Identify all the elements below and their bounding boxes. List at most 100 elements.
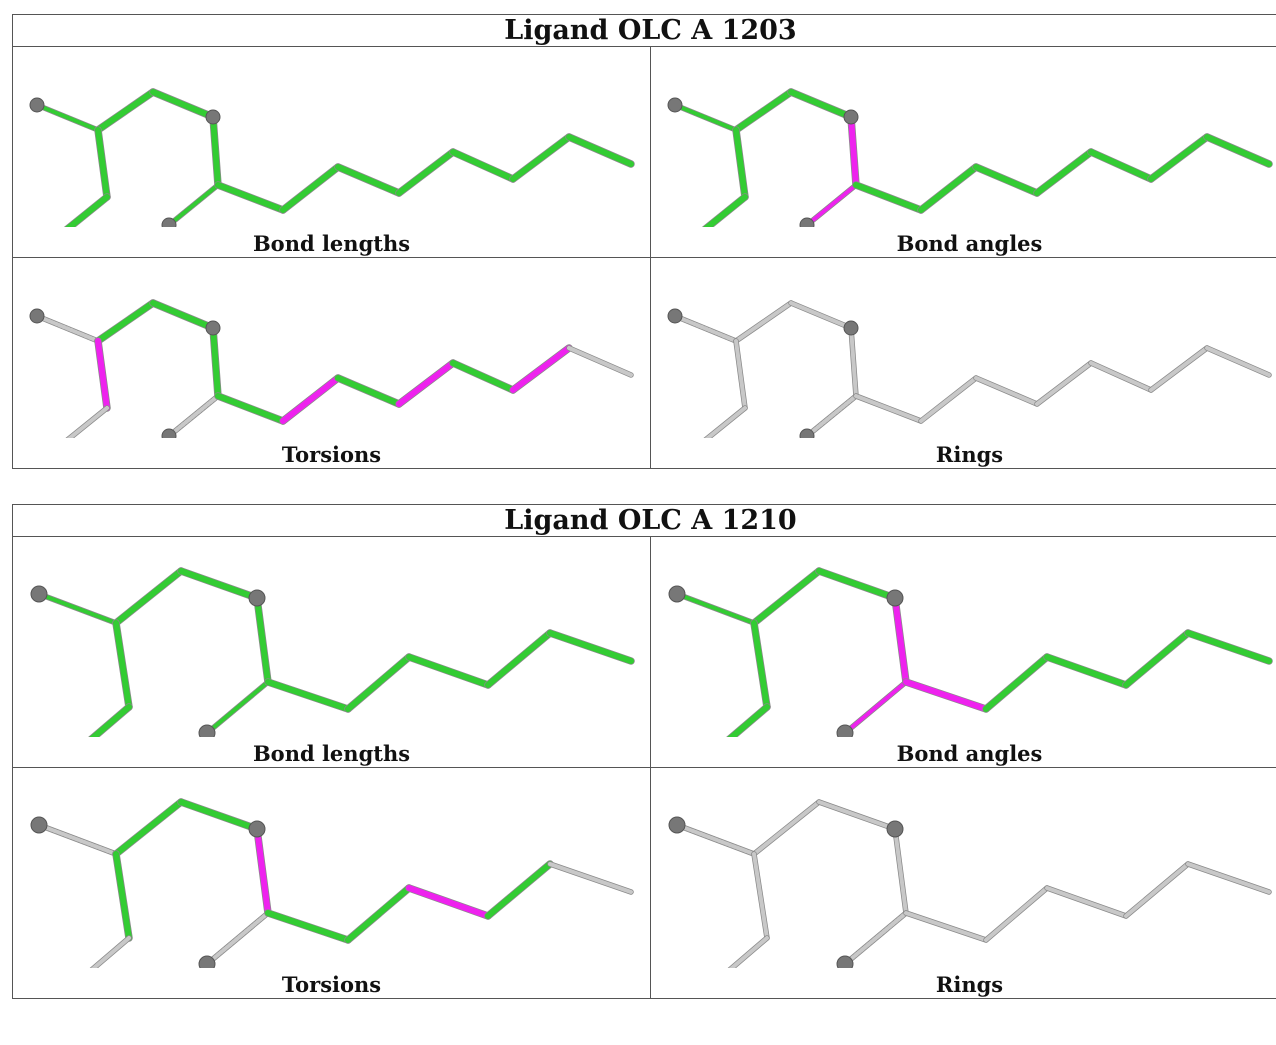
bond: [816, 568, 898, 601]
bond: [893, 827, 908, 915]
bond: [691, 406, 747, 452]
cell-caption: Bond lengths: [252, 231, 411, 256]
atom: [198, 955, 216, 973]
bond: [215, 182, 286, 213]
bond: [849, 326, 858, 398]
bond: [205, 911, 270, 966]
atom: [843, 320, 859, 336]
bond: [510, 134, 572, 182]
cell-caption: Torsions: [281, 972, 382, 997]
bond: [1089, 361, 1153, 392]
bond: [788, 89, 854, 120]
bond: [789, 301, 853, 330]
molecule-image: [668, 567, 1273, 769]
bond: [734, 301, 793, 343]
bond: [178, 568, 260, 601]
atom: [205, 320, 221, 336]
bond: [1148, 134, 1210, 182]
molecule-image: [30, 798, 634, 1000]
cell-caption: Torsions: [281, 442, 382, 467]
bond: [406, 885, 491, 919]
bond: [1124, 862, 1190, 918]
bond: [113, 799, 184, 857]
bond: [113, 568, 184, 626]
bond: [215, 393, 286, 424]
atom: [198, 724, 216, 742]
bond: [178, 799, 260, 832]
bond: [485, 630, 553, 688]
atom: [29, 308, 45, 324]
ligand-table-1: Ligand OLC A 1203 Bond lengths Bond angl…: [11, 14, 1276, 469]
bond: [853, 182, 924, 213]
bond: [1044, 654, 1129, 688]
bond: [1034, 149, 1094, 196]
bond: [1185, 630, 1272, 664]
cell-bond-lengths: Bond lengths: [12, 46, 651, 258]
cell-caption: Bond angles: [896, 231, 1043, 256]
bond: [64, 704, 132, 763]
cell-torsions: Torsions: [12, 257, 651, 469]
cell-caption: Bond angles: [896, 741, 1043, 766]
atom: [248, 589, 266, 607]
bond: [805, 183, 858, 227]
bond: [752, 852, 769, 940]
ligand-title: Ligand OLC A 1203: [11, 14, 1276, 47]
bond: [95, 127, 110, 200]
cell-caption: Rings: [935, 972, 1004, 997]
bond: [892, 595, 909, 685]
bond: [450, 149, 516, 182]
ligand-title: Ligand OLC A 1210: [11, 504, 1276, 537]
bond: [1035, 361, 1093, 406]
atom: [29, 97, 45, 113]
bond: [485, 861, 553, 919]
atom: [667, 308, 683, 324]
bond: [817, 800, 897, 831]
bond: [280, 375, 341, 424]
bond: [335, 375, 402, 407]
bond: [547, 630, 634, 664]
bond: [903, 679, 989, 712]
atom: [886, 820, 904, 838]
bond: [752, 800, 821, 856]
molecule-image: [30, 567, 635, 769]
atom: [30, 816, 48, 834]
bond: [566, 134, 634, 167]
bond: [396, 149, 456, 196]
bond: [95, 89, 156, 133]
bond: [265, 910, 351, 943]
bond: [167, 394, 220, 438]
bond: [345, 654, 412, 712]
bond: [53, 406, 109, 452]
bond: [95, 338, 110, 411]
atom: [161, 428, 177, 444]
bond: [113, 851, 132, 941]
bond: [205, 680, 270, 735]
molecule-image: [667, 88, 1273, 247]
molecule-image: [29, 88, 635, 247]
bond: [734, 339, 747, 410]
bond: [673, 103, 738, 132]
atom: [843, 109, 859, 125]
cell-bond-angles: Bond angles: [649, 536, 1276, 769]
bond: [805, 394, 858, 438]
bond: [733, 127, 748, 200]
ligand-table-2: Ligand OLC A 1210 Bond lengths Bond angl…: [11, 504, 1276, 1000]
bond: [265, 679, 351, 712]
bond: [345, 885, 412, 943]
bond: [1186, 862, 1271, 894]
bond: [210, 114, 221, 188]
bond: [843, 911, 908, 966]
cell-rings: Rings: [649, 257, 1276, 469]
bond: [904, 911, 988, 942]
bond: [983, 654, 1050, 712]
bond: [843, 680, 908, 735]
bond: [1045, 886, 1128, 918]
bond: [113, 620, 132, 710]
bond: [450, 360, 516, 393]
bond: [37, 823, 118, 856]
bond: [210, 325, 221, 399]
bond: [1204, 134, 1272, 167]
atom: [668, 585, 686, 603]
cell-torsions: Torsions: [12, 767, 651, 1000]
bond: [254, 595, 271, 685]
